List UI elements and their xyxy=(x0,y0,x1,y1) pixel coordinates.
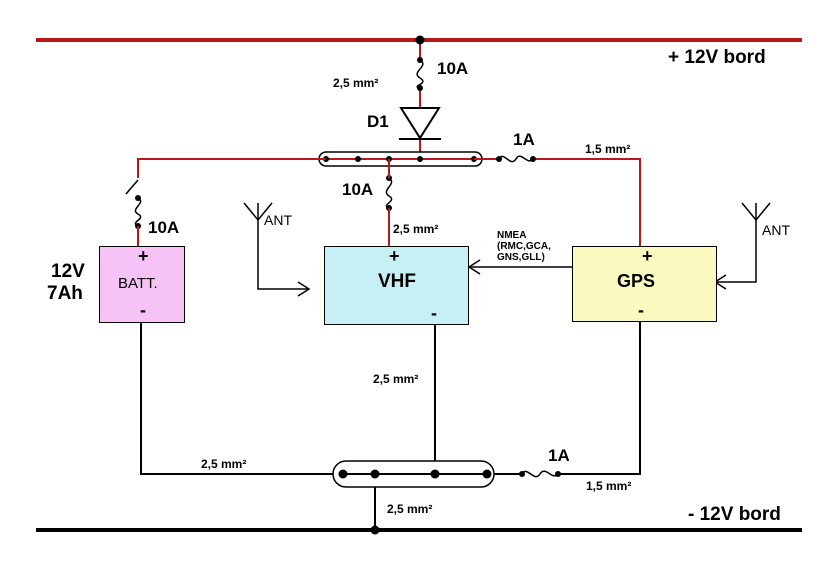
fuse-main-icon xyxy=(416,59,424,89)
battery-box: + BATT. - xyxy=(99,246,185,323)
battery-switch-icon xyxy=(125,179,139,195)
gps-label: GPS xyxy=(617,271,656,291)
vhf-ground-wire-label: 2,5 mm² xyxy=(373,372,419,386)
gps-minus-label: - xyxy=(638,300,644,320)
ground-wires xyxy=(140,322,641,530)
fuse-gps-negative-icon xyxy=(521,470,559,478)
fuse-battery-label: 10A xyxy=(148,218,180,237)
gps-box: + GPS - xyxy=(572,246,717,322)
bus-ground-wire-label: 2,5 mm² xyxy=(387,502,433,516)
battery-ground-wire-label: 2,5 mm² xyxy=(201,457,247,471)
nmea-line-1: NMEA xyxy=(497,230,527,241)
gps-antenna-icon xyxy=(713,202,771,290)
fuse-main-label: 10A xyxy=(437,59,469,78)
nmea-label: NMEA (RMC,GCA, GNS,GLL) xyxy=(497,230,551,263)
vhf-plus-label: + xyxy=(389,246,400,266)
rail-junction-dot xyxy=(415,35,425,45)
gps-ground-wire-label: 1,5 mm² xyxy=(586,479,632,493)
battery-rating-line-2: 7Ah xyxy=(47,283,83,304)
nmea-data-arrow xyxy=(467,259,572,275)
battery-minus-label: - xyxy=(140,300,146,320)
fuse-main-bottom-dot xyxy=(417,85,423,91)
gps-feed-wire-label: 1,5 mm² xyxy=(585,142,631,156)
vhf-box: + VHF - xyxy=(324,246,469,325)
fuse-vhf-icon xyxy=(385,177,393,209)
vhf-antenna-icon xyxy=(243,202,311,297)
battery-plus-label: + xyxy=(138,246,149,266)
positive-rail-label: + 12V bord xyxy=(668,47,766,68)
fuse-gps-negative-label: 1A xyxy=(548,446,570,465)
nmea-line-2: (RMC,GCA, xyxy=(497,241,551,252)
fuse-battery-icon xyxy=(134,197,142,227)
battery-label: BATT. xyxy=(118,275,158,292)
gps-plus-label: + xyxy=(642,246,653,266)
diode-d1-label: D1 xyxy=(367,112,389,131)
vhf-feed-wire-label: 2,5 mm² xyxy=(393,222,439,236)
gps-antenna-label: ANT xyxy=(762,222,790,238)
vhf-minus-label: - xyxy=(431,303,437,323)
fuse-gps-positive-label: 1A xyxy=(513,130,535,149)
nmea-line-3: GNS,GLL) xyxy=(497,252,545,263)
vhf-label: VHF xyxy=(378,271,416,292)
fuse-gps-positive-icon xyxy=(498,155,534,163)
gps-feed-wire xyxy=(474,158,641,246)
negative-rail-label: - 12V bord xyxy=(688,504,781,525)
vhf-antenna-label: ANT xyxy=(264,212,292,228)
fuse-vhf-label: 10A xyxy=(342,180,374,199)
diode-d1-icon xyxy=(399,107,441,140)
battery-rating-line-1: 12V xyxy=(51,261,85,282)
main-feed-wire-label: 2,5 mm² xyxy=(333,76,379,90)
